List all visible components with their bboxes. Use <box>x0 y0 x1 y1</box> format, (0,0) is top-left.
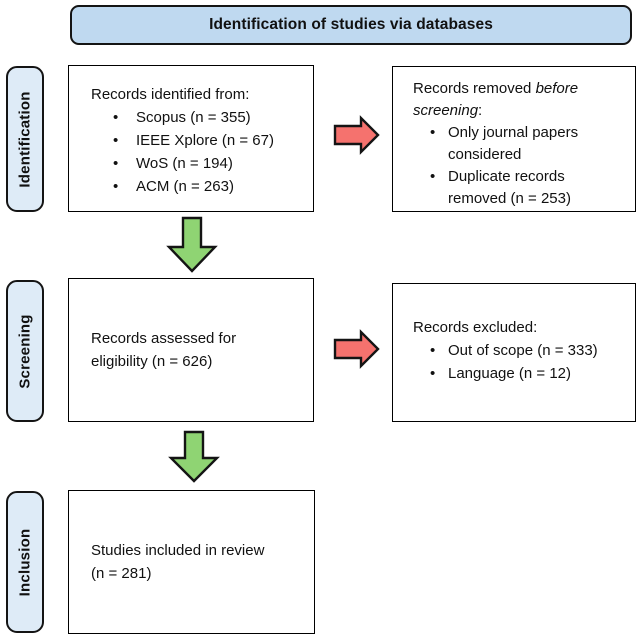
right-arrow-icon <box>333 329 380 369</box>
stage-label-inclusion-text: Inclusion <box>16 528 34 596</box>
header-title: Identification of studies via databases <box>209 16 493 33</box>
box-records-identified-title: Records identified from: <box>91 86 250 103</box>
list-item: Language (n = 12) <box>430 362 629 385</box>
title-prefix: Records removed <box>413 80 536 97</box>
list-item: Only journal papers considered <box>430 122 625 166</box>
box-records-identified: Records identified from: Scopus (n = 355… <box>68 65 314 212</box>
list-item: ACM (n = 263) <box>113 175 303 198</box>
down-arrow-icon <box>166 216 218 273</box>
records-removed-list: Only journal papers considered Duplicate… <box>430 122 625 210</box>
stage-label-screening-text: Screening <box>16 313 34 389</box>
records-identified-list: Scopus (n = 355) IEEE Xplore (n = 67) Wo… <box>113 106 303 198</box>
box-records-removed: Records removed before screening: Only j… <box>392 66 636 212</box>
box-records-excluded-title: Records excluded: <box>413 319 538 336</box>
stage-label-screening: Screening <box>6 280 44 422</box>
title-suffix: : <box>478 102 483 119</box>
box-studies-included-text: Studies included in review (n = 281) <box>91 542 265 582</box>
header-banner: Identification of studies via databases <box>70 5 632 45</box>
box-records-removed-title: Records removed before screening: <box>413 78 625 122</box>
box-studies-included: Studies included in review (n = 281) <box>68 490 315 634</box>
list-item: WoS (n = 194) <box>113 152 303 175</box>
box-records-excluded: Records excluded: Out of scope (n = 333)… <box>392 283 636 422</box>
list-item: Scopus (n = 355) <box>113 106 303 129</box>
right-arrow-icon <box>333 115 380 155</box>
list-item: Out of scope (n = 333) <box>430 339 629 362</box>
down-arrow-icon <box>168 430 220 483</box>
title-italic: before screening <box>413 80 579 119</box>
box-records-assessed: Records assessed for eligibility (n = 62… <box>68 278 314 422</box>
list-item: IEEE Xplore (n = 67) <box>113 129 303 152</box>
stage-label-identification-text: Identification <box>16 90 34 188</box>
box-records-assessed-text: Records assessed for eligibility (n = 62… <box>91 330 237 370</box>
list-item: Duplicate records removed (n = 253) <box>430 166 625 210</box>
records-excluded-list: Out of scope (n = 333) Language (n = 12) <box>430 339 629 385</box>
stage-label-inclusion: Inclusion <box>6 491 44 633</box>
stage-label-identification: Identification <box>6 66 44 212</box>
